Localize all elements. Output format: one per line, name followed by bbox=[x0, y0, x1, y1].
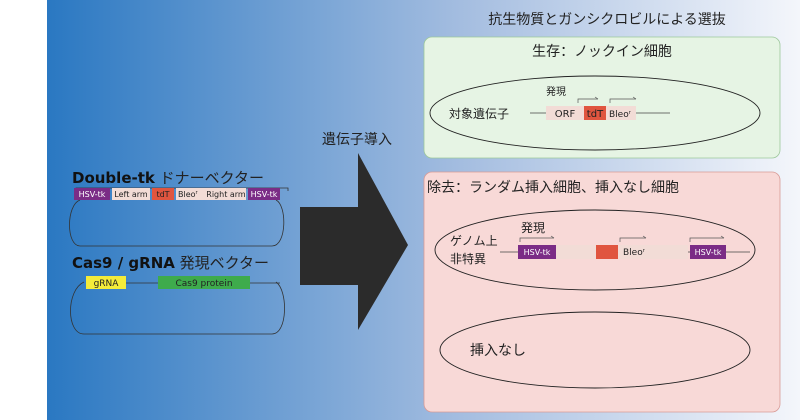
donor-hsv-left-box bbox=[74, 188, 110, 200]
survive-promoter-arrow-2 bbox=[609, 96, 637, 103]
donor-hsv-left-label: HSV-tk bbox=[79, 190, 106, 199]
remove-hsv-left-label: HSV-tk bbox=[524, 248, 551, 257]
remove-hsv-right-label: HSV-tk bbox=[695, 248, 722, 257]
random-insert-cell bbox=[434, 209, 756, 291]
survive-bleo-label: Bleor bbox=[609, 110, 632, 120]
donor-plasmid-loop bbox=[69, 199, 285, 247]
remove-promoter-arrow-2 bbox=[619, 235, 647, 242]
remove-hsv-right-box bbox=[690, 245, 726, 259]
cas9-plasmid-loop bbox=[70, 281, 285, 335]
remove-arm-box-2 bbox=[618, 245, 688, 259]
genome-label-1: ゲノム上 bbox=[450, 234, 498, 248]
survive-cell bbox=[429, 75, 761, 151]
target-gene-label: 対象遺伝子 bbox=[449, 106, 509, 121]
donor-plasmid: HSV-tk Left arm tdT Bleor Right arm HSV-… bbox=[69, 187, 289, 247]
survive-tdt-label: tdT bbox=[587, 109, 604, 120]
selection-title: 抗生物質とガンシクロビルによる選抜 bbox=[488, 12, 726, 28]
donor-right-arm-box bbox=[206, 188, 246, 200]
grna-box bbox=[86, 276, 126, 289]
no-insert-cell bbox=[439, 311, 751, 389]
cas9-protein-box bbox=[158, 276, 250, 289]
transfection-arrow bbox=[300, 153, 408, 330]
cas9-title: Cas9 / gRNA 発現ベクター bbox=[72, 254, 269, 272]
donor-hsv-right-label: HSV-tk bbox=[251, 190, 278, 199]
remove-title: 除去：ランダム挿入細胞、挿入なし細胞 bbox=[427, 180, 679, 196]
survive-bleo-box bbox=[606, 106, 636, 120]
donor-tdt-box bbox=[152, 188, 174, 200]
cas9-plasmid: gRNA Cas9 protein bbox=[70, 276, 285, 335]
remove-promoter-arrow-3 bbox=[689, 235, 725, 242]
remove-box bbox=[423, 171, 781, 413]
grna-label: gRNA bbox=[94, 279, 120, 289]
arrow-label: 遺伝子導入 bbox=[322, 132, 392, 148]
survive-box bbox=[423, 36, 781, 159]
survive-expression-label: 発現 bbox=[546, 85, 566, 98]
donor-left-arm-box bbox=[112, 188, 150, 200]
remove-promoter-arrow-1 bbox=[519, 235, 555, 242]
survive-promoter-arrow-1 bbox=[577, 96, 599, 103]
no-insert-label: 挿入なし bbox=[470, 343, 526, 359]
donor-bleo-label: Bleor bbox=[178, 190, 199, 199]
remove-hsv-left-box bbox=[518, 245, 556, 259]
survive-tdt-box bbox=[584, 106, 606, 120]
remove-bleo-label: Bleor bbox=[623, 248, 646, 258]
remove-expression-label: 発現 bbox=[521, 221, 545, 235]
survive-orf-box bbox=[546, 106, 584, 120]
donor-right-arm-label: Right arm bbox=[206, 190, 246, 199]
donor-title: Double-tk ドナーベクター bbox=[72, 169, 264, 187]
survive-orf-label: ORF bbox=[555, 109, 576, 120]
cas9-protein-label: Cas9 protein bbox=[175, 279, 232, 289]
genome-label-2: 非特異 bbox=[450, 251, 486, 266]
survive-title: 生存：ノックイン細胞 bbox=[532, 44, 672, 60]
donor-left-arm-label: Left arm bbox=[114, 190, 148, 199]
remove-arm-box-1 bbox=[556, 245, 596, 259]
donor-hsv-right-box bbox=[248, 188, 280, 200]
donor-bleo-box bbox=[176, 188, 206, 200]
remove-tdt-box bbox=[596, 245, 618, 259]
donor-tdt-label: tdT bbox=[156, 190, 169, 199]
